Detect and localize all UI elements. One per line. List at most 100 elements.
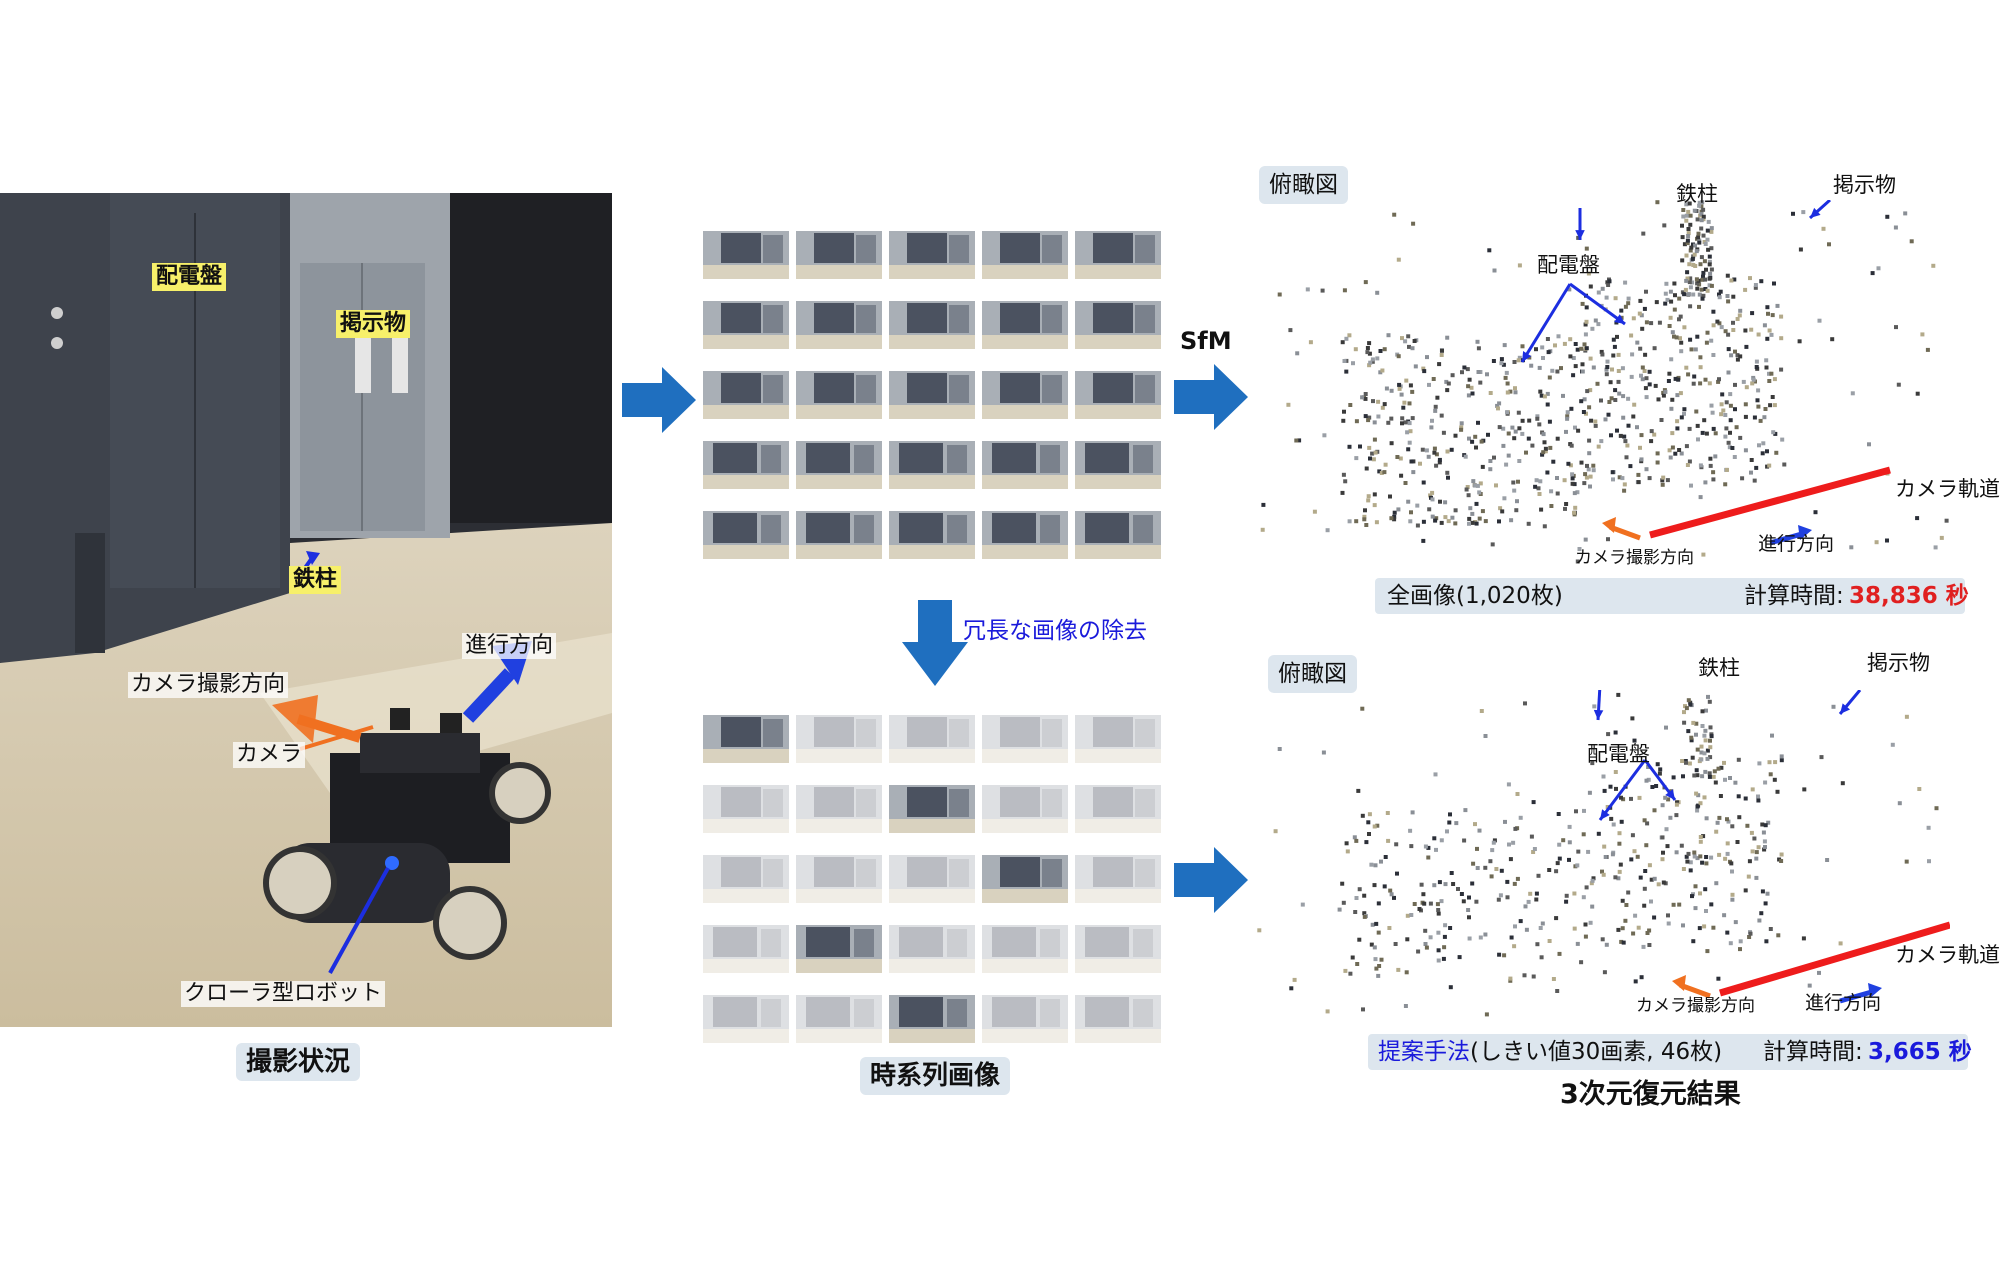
cloud-point: [1697, 292, 1702, 297]
cloud-point: [1692, 850, 1697, 855]
cloud-point: [1494, 483, 1498, 488]
cloud-point: [1680, 759, 1685, 763]
cloud-point: [1430, 418, 1434, 423]
cloud-point: [1386, 333, 1391, 338]
cloud-point: [1688, 304, 1693, 309]
cloud-point: [1654, 784, 1659, 788]
cloud-point: [1579, 346, 1584, 351]
cloud-point: [1360, 395, 1365, 400]
cloud-point: [1730, 897, 1735, 902]
cloud-point: [1644, 395, 1649, 400]
cloud-point: [1584, 475, 1589, 480]
cloud-point: [1573, 364, 1578, 369]
cloud-point: [1520, 344, 1525, 349]
cloud-point: [1765, 464, 1770, 469]
cloud-point: [1647, 369, 1652, 374]
cloud-point: [1756, 798, 1761, 803]
cloud-point: [1561, 838, 1566, 843]
cloud-point: [1421, 366, 1426, 371]
cloud-point: [1717, 377, 1721, 382]
cloud-point: [1726, 347, 1731, 352]
cloud-point: [1577, 547, 1582, 551]
cloud-point: [1700, 200, 1705, 205]
cloud-point: [1702, 924, 1707, 929]
cloud-point: [1691, 381, 1696, 386]
cloud-point: [1530, 443, 1535, 448]
sequence-reduced-frame: [1075, 715, 1161, 763]
cloud-point: [1696, 793, 1701, 798]
cloud-point: [1484, 1012, 1489, 1017]
cloud-point: [1364, 466, 1369, 471]
cloud-point: [1690, 755, 1695, 760]
cloud-point: [1565, 414, 1570, 419]
sfm-label: SfM: [1180, 327, 1232, 355]
cloud-point: [1705, 288, 1710, 293]
top-label-trajectory: カメラ軌道: [1895, 477, 2000, 501]
cloud-point: [1467, 516, 1472, 521]
cloud-point: [1765, 449, 1769, 454]
cloud-point: [1707, 254, 1712, 259]
leader-arrowhead: [1575, 230, 1585, 240]
cloud-point: [1735, 357, 1740, 362]
cloud-point: [1779, 367, 1784, 372]
cloud-point: [1669, 299, 1674, 304]
cloud-point: [1685, 463, 1690, 467]
camera-direction-arrowhead: [1672, 975, 1686, 991]
cloud-point: [1743, 414, 1748, 419]
cloud-point: [1642, 369, 1647, 373]
cloud-point: [1378, 349, 1383, 353]
cloud-point: [1707, 283, 1712, 288]
cloud-point: [1817, 318, 1822, 323]
cloud-point: [1477, 490, 1482, 495]
cloud-point: [1728, 418, 1733, 423]
cloud-point: [1691, 939, 1696, 944]
cloud-point: [1372, 420, 1377, 425]
cloud-point: [1699, 226, 1704, 231]
cloud-point: [1571, 373, 1576, 378]
cloud-point: [1473, 434, 1478, 439]
cloud-point: [1478, 380, 1483, 385]
cloud-point: [1762, 415, 1767, 420]
cloud-point: [1711, 470, 1716, 475]
cloud-point: [1874, 540, 1879, 545]
cloud-point: [1934, 806, 1939, 811]
cloud-point: [1655, 762, 1660, 767]
cloud-point: [1682, 325, 1687, 330]
cloud-point: [1443, 515, 1448, 520]
cloud-point: [1435, 902, 1440, 907]
cloud-point: [1678, 336, 1682, 341]
cloud-point: [1405, 913, 1410, 918]
cloud-point: [1867, 442, 1871, 447]
cloud-point: [1694, 249, 1699, 254]
cloud-point: [1659, 418, 1664, 422]
cloud-point: [1667, 324, 1672, 328]
cloud-point: [1604, 295, 1609, 300]
cloud-point: [1501, 443, 1506, 448]
cloud-point: [1701, 552, 1706, 557]
cloud-point: [1694, 409, 1699, 414]
cloud-point: [1607, 400, 1612, 404]
sequence-reduced-frame: [1075, 785, 1161, 833]
cloud-point: [1705, 949, 1710, 954]
cloud-point: [1564, 893, 1569, 898]
cloud-point: [1687, 761, 1692, 766]
cloud-point: [1572, 510, 1576, 515]
cloud-point: [1680, 258, 1685, 263]
cloud-point: [1696, 437, 1700, 442]
cloud-point: [1342, 288, 1347, 293]
cloud-point: [1717, 295, 1722, 300]
cloud-point: [1679, 451, 1684, 456]
top-label-notice: 掲示物: [1833, 173, 1896, 197]
cloud-point: [1704, 855, 1709, 859]
cloud-point: [1711, 309, 1716, 314]
cloud-point: [1379, 471, 1384, 475]
cloud-point: [1712, 769, 1717, 774]
cloud-point: [1354, 896, 1359, 900]
cloud-point: [1772, 281, 1776, 286]
cloud-point: [1427, 382, 1431, 387]
cloud-point: [1427, 507, 1432, 512]
cloud-point: [1703, 277, 1708, 282]
cloud-point: [1423, 928, 1428, 933]
cloud-point: [1715, 820, 1720, 825]
cloud-point: [1608, 784, 1613, 789]
